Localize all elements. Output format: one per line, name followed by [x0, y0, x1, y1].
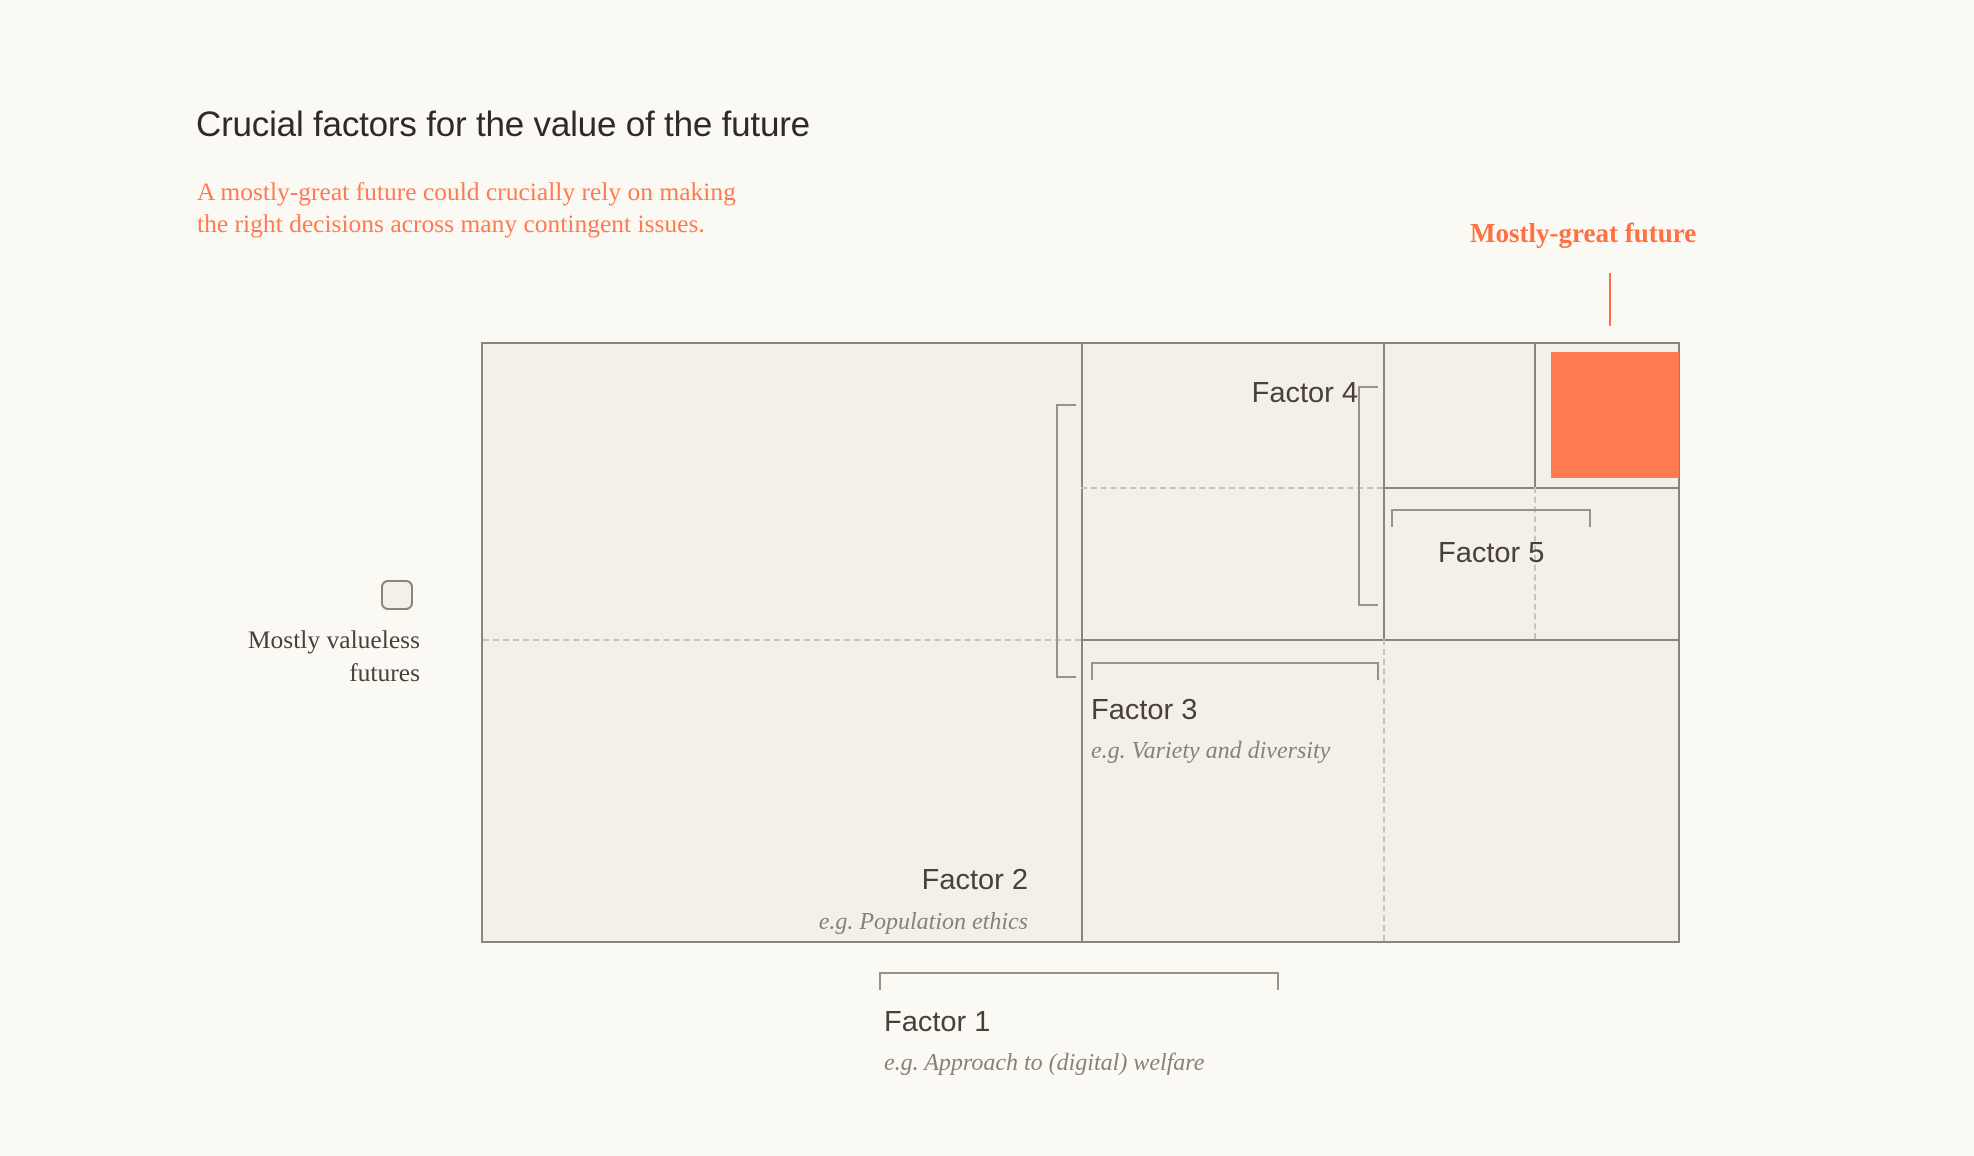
factor-5-bracket: [1391, 509, 1591, 527]
legend-label-line-2: futures: [349, 658, 420, 688]
legend-label-line-1: Mostly valueless: [247, 625, 420, 654]
callout-pointer-line: [1609, 273, 1611, 326]
factor-4-name: Factor 4: [1251, 377, 1358, 409]
page-subtitle: A mostly-great future could crucially re…: [197, 176, 736, 240]
factor-3-divider-dashed-extension: [1383, 639, 1385, 941]
factor-1-divider: [1081, 344, 1083, 941]
mostly-great-future-cell: [1551, 352, 1679, 478]
factor-4-divider-dashed-extension: [1081, 487, 1383, 489]
factor-2-divider: [1081, 639, 1680, 641]
factor-5-divider-dashed-extension: [1534, 487, 1536, 639]
factor-5-divider: [1534, 344, 1536, 487]
subtitle-line-1: A mostly-great future could crucially re…: [197, 177, 736, 206]
page-title: Crucial factors for the value of the fut…: [196, 105, 810, 144]
factor-4-divider: [1383, 487, 1680, 489]
subtitle-line-2: the right decisions across many continge…: [197, 209, 705, 239]
factor-4-bracket: [1358, 386, 1380, 606]
factor-3-name: Factor 3: [1091, 694, 1198, 726]
factor-5-name: Factor 5: [1438, 537, 1545, 569]
factor-3-example: e.g. Variety and diversity: [1091, 738, 1331, 764]
mostly-valueless-futures-label: Mostly valueless futures: [120, 623, 420, 689]
mostly-valueless-swatch-icon: [381, 580, 413, 610]
factor-2-example: e.g. Population ethics: [818, 909, 1028, 935]
factor-3-bracket: [1091, 662, 1379, 680]
factor-1-name: Factor 1: [884, 1006, 991, 1038]
factor-1-bracket: [879, 972, 1279, 990]
factor-2-name: Factor 2: [921, 864, 1028, 896]
mostly-great-future-label: Mostly-great future: [1470, 218, 1697, 248]
factor-2-divider-dashed-extension: [483, 639, 1081, 641]
factor-3-divider: [1383, 344, 1385, 639]
future-space-rectangle: Factor 2 e.g. Population ethics Factor 4…: [481, 342, 1680, 943]
factor-2-bracket: [1056, 404, 1078, 678]
factor-1-example: e.g. Approach to (digital) welfare: [884, 1050, 1205, 1076]
